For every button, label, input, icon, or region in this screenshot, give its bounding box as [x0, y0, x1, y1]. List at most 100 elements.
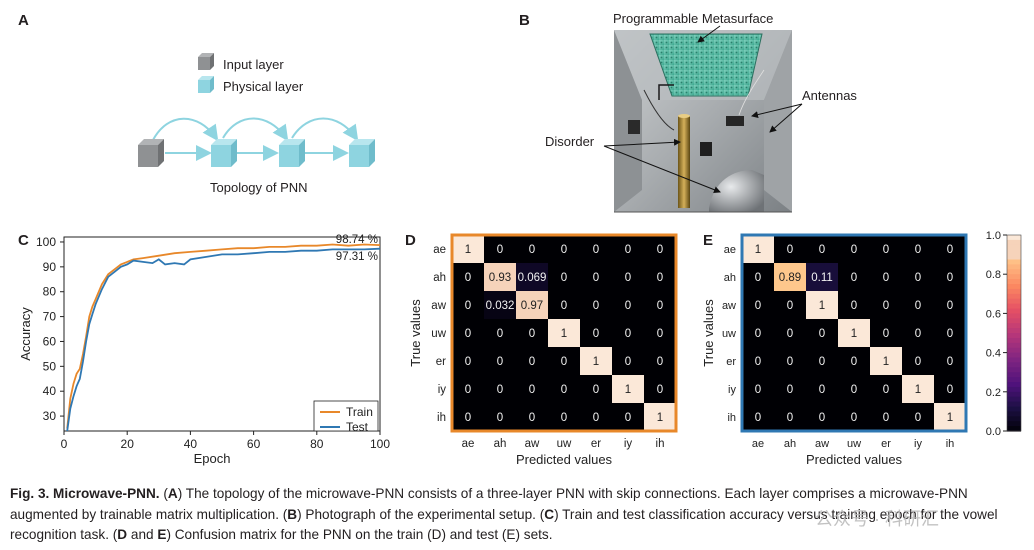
cell-value: 0: [819, 244, 825, 256]
cell-value: 0: [497, 356, 503, 368]
cell-value: 0: [625, 412, 631, 424]
cell-value: 0: [625, 300, 631, 312]
cell-value: 0: [915, 244, 921, 256]
cell-value: 0: [561, 300, 567, 312]
colorbar-tick-label: 0.8: [986, 269, 1001, 281]
cell-value: 0: [851, 384, 857, 396]
matrix-cell: [742, 403, 775, 432]
matrix-cell: [644, 347, 677, 376]
skip-arrow-1: [152, 117, 219, 142]
matrix-cell: [516, 235, 549, 264]
cell-value: 0: [755, 328, 761, 340]
cell-value: 0: [883, 272, 889, 284]
cell-value: 0: [947, 244, 953, 256]
cell-value: 0: [625, 244, 631, 256]
label-antennas: Antennas: [802, 88, 857, 103]
colorbar-segment: [1007, 284, 1021, 290]
y-tick-label: 40: [43, 384, 57, 398]
matrix-cell: [484, 263, 517, 292]
cell-value: 0: [593, 384, 599, 396]
row-label: aw: [722, 300, 736, 312]
colorbar-segment: [1007, 235, 1021, 241]
antenna-1: [700, 142, 712, 156]
matrix-cell: [644, 263, 677, 292]
watermark: 公众号 · 科研汇: [815, 509, 939, 529]
cell-value: 0: [625, 272, 631, 284]
cell-value: 0: [561, 412, 567, 424]
x-axis-label: Epoch: [194, 451, 231, 466]
annotation-train-final: 98.74 %: [336, 234, 378, 246]
matrix-cell: [548, 291, 581, 320]
caption-ref-c: C: [544, 506, 555, 522]
series-line-test: [66, 247, 381, 432]
col-label: ah: [784, 438, 796, 450]
matrix-cell: [870, 347, 903, 376]
colorbar-frame: [1006, 234, 1022, 432]
y-tick-label: 60: [43, 334, 57, 348]
matrix-cell: [934, 291, 967, 320]
matrix-cell: [484, 319, 517, 348]
cell-value: 0: [915, 356, 921, 368]
cell-value: 0: [657, 384, 663, 396]
colorbar-segment: [1007, 264, 1021, 270]
cell-value: 0: [625, 328, 631, 340]
legend-label-train: Train: [346, 405, 373, 419]
matrix-cell: [612, 319, 645, 348]
legend-physical-label: Physical layer: [223, 79, 304, 94]
colorbar-segment: [1007, 337, 1021, 344]
col-label: ih: [656, 438, 665, 450]
row-label: iy: [728, 384, 736, 396]
matrix-cell: [612, 291, 645, 320]
matrix-cell: [934, 403, 967, 432]
matrix-cell: [516, 375, 549, 404]
matrix-cell: [838, 291, 871, 320]
label-metasurface: Programmable Metasurface: [613, 11, 774, 26]
cell-value: 0: [787, 244, 793, 256]
col-label: er: [881, 438, 891, 450]
matrix-cell: [806, 403, 839, 432]
colorbar-segment: [1007, 411, 1021, 417]
cell-value: 1: [883, 356, 889, 368]
matrix-cell: [612, 403, 645, 432]
cell-value: 0: [465, 272, 471, 284]
row-label: ah: [433, 272, 446, 284]
cell-value: 0: [561, 356, 567, 368]
cell-value: 0: [883, 300, 889, 312]
cell-value: 0: [593, 412, 599, 424]
matrix-cell: [742, 319, 775, 348]
colorbar-segment: [1007, 308, 1021, 314]
row-label: uw: [431, 328, 446, 340]
cell-value: 0: [465, 384, 471, 396]
row-label: ah: [724, 272, 736, 284]
matrix-cell: [452, 319, 485, 348]
matrix-cell: [452, 347, 485, 376]
physical-layer-cube-2: [279, 139, 305, 167]
matrix-cell: [742, 263, 775, 292]
matrix-cell: [870, 403, 903, 432]
y-tick-label: 100: [36, 235, 56, 249]
matrix-cell: [934, 375, 967, 404]
y-axis-label: Accuracy: [18, 307, 33, 361]
colorbar-segment: [1007, 386, 1021, 393]
matrix-cell: [452, 291, 485, 320]
cell-value: 0: [755, 300, 761, 312]
cell-value: 0: [657, 328, 663, 340]
matrix-cell: [838, 375, 871, 404]
colorbar-segment: [1007, 367, 1021, 373]
cell-value: 0: [819, 412, 825, 424]
panel-letter-a: A: [18, 12, 29, 29]
legend-input-cube: [198, 53, 214, 70]
matrix-cell: [452, 403, 485, 432]
col-label: er: [591, 438, 601, 450]
colorbar-segment: [1007, 347, 1021, 354]
matrix-cell: [870, 319, 903, 348]
colorbar-segment: [1007, 352, 1021, 359]
y-axis-label: True values: [701, 299, 716, 367]
matrix-cell: [870, 235, 903, 264]
matrix-cell: [774, 319, 807, 348]
cell-value: 0: [947, 384, 953, 396]
colorbar-tick-label: 0.0: [986, 426, 1001, 438]
matrix-cell: [580, 291, 613, 320]
colorbar-segment: [1007, 259, 1021, 265]
caption-text: ) The topology of the microwave-PNN cons…: [10, 486, 968, 522]
